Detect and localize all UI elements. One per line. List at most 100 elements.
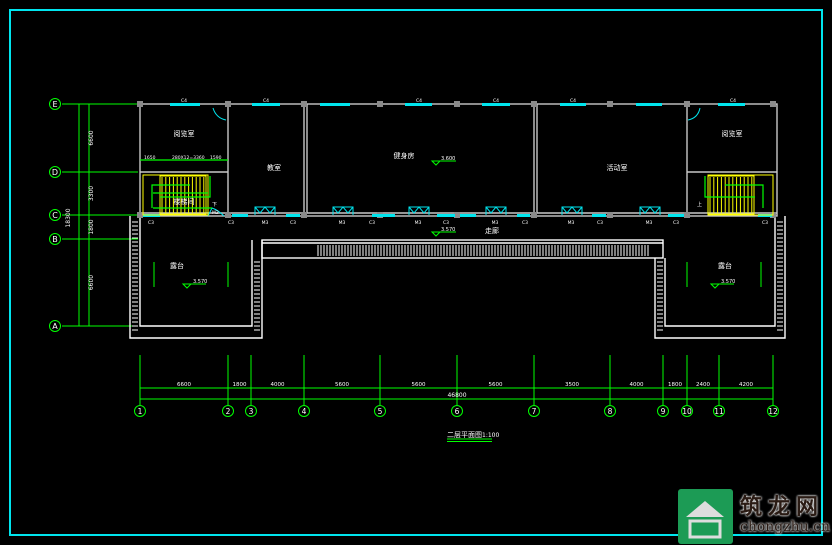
stair-arrows [140,159,764,209]
column-square [770,101,776,107]
door-double-leaf [485,206,507,215]
door-double-leaf [408,206,430,215]
title-underline [447,438,492,442]
room-label-gym: 健身房 [394,151,415,160]
column-dim-label: 2400 [696,382,710,388]
elevation-markers [153,160,762,289]
window-tag: C3 [228,220,234,226]
room-label-corridor: 走廊 [485,226,499,235]
window-top [170,103,200,106]
door-double-leaf [639,206,661,215]
window-tag: C4 [416,98,422,104]
window-bottom [437,214,455,217]
window-top [482,103,510,106]
window-bottom [286,214,300,217]
column-square [301,212,307,218]
window-tag: C3 [369,220,375,226]
column-dim-label: 4000 [271,382,285,388]
door-tag: M3 [415,220,422,226]
row-dim-label: 3300 [88,186,95,201]
stairs [142,174,774,216]
row-axis-bubble [49,233,61,245]
row-axis-bubble [49,209,61,221]
stair-down-label: 下 [212,202,217,208]
column-axis-label: 8 [608,407,613,416]
door-tag: M3 [262,220,269,226]
door-double-leaf [254,206,276,215]
column-square [137,101,143,107]
window-top [636,103,662,106]
elevation-label: 3.570 [193,279,207,285]
column-square [684,101,690,107]
column-square [607,101,613,107]
column-dim-label: 1800 [233,382,247,388]
window-tag: C3 [522,220,528,226]
column-total-label: 46800 [447,392,466,399]
row-dim-label: 1800 [88,219,95,234]
watermark-logo-icon [678,489,733,544]
column-dim-label: 4200 [739,382,753,388]
column-axis-bubble [681,405,693,417]
column-axis-bubble [657,405,669,417]
column-dim-label: 1800 [668,382,682,388]
window-tag: C4 [181,98,187,104]
row-axis-bubble [49,166,61,178]
door-stair-left [207,207,225,217]
column-square [607,212,613,218]
window-top [252,103,280,106]
row-axis-label: E [52,100,57,109]
row-total-label: 18300 [65,208,72,227]
column-axis-label: 11 [714,407,724,416]
window-bottom [232,214,248,217]
stair-door-label: M2 [212,210,219,216]
column-axis-label: 2 [226,407,231,416]
column-axis-label: 1 [138,407,143,416]
elevation-label: 3.600 [441,156,455,162]
window-top [320,103,350,106]
window-bottom [592,214,606,217]
column-axis-bubble [298,405,310,417]
column-square [454,212,460,218]
door-tag: M3 [339,220,346,226]
stair-dim-label: 1590 [210,155,222,161]
window-tag: C4 [730,98,736,104]
column-dim-label: 3500 [565,382,579,388]
window-bottom [460,214,476,217]
window-tag: C3 [443,220,449,226]
column-axis-bubble [134,405,146,417]
room-label-left-terrace: 露台 [170,261,184,270]
column-axis-bubble [604,405,616,417]
row-axis-label: C [52,211,58,220]
drawing-scale: 1:100 [482,432,499,439]
row-dim-label: 6600 [88,130,95,145]
column-square [225,101,231,107]
window-bottom [372,214,395,217]
windows [143,103,772,217]
column-square [531,212,537,218]
window-top [405,103,432,106]
row-axis-bubble [49,320,61,332]
parapet-hatching [132,177,783,331]
column-axis-label: 6 [455,407,460,416]
column-dim-label: 5600 [489,382,503,388]
watermark-en: chongzhu.cn [740,519,830,535]
drawing-frame [9,9,823,536]
stair-label: 楼梯间 [174,197,195,206]
column-axis-label: 5 [378,407,383,416]
column-square [454,101,460,107]
window-tag: C3 [148,220,154,226]
elevation-label: 3.570 [721,279,735,285]
column-dim-label: 5600 [412,382,426,388]
window-tag: C3 [290,220,296,226]
row-axis-label: D [52,168,58,177]
door-double-leaf [332,206,354,215]
column-axis-label: 12 [768,407,778,416]
column-axis-label: 3 [249,407,254,416]
door-tag: M3 [492,220,499,226]
row-axis-label: A [52,322,58,331]
column-square [377,101,383,107]
row-axis-label: B [52,235,58,244]
stair-dim-label: 280X12=3360 [172,155,205,161]
column-dim-label: 6600 [177,382,191,388]
